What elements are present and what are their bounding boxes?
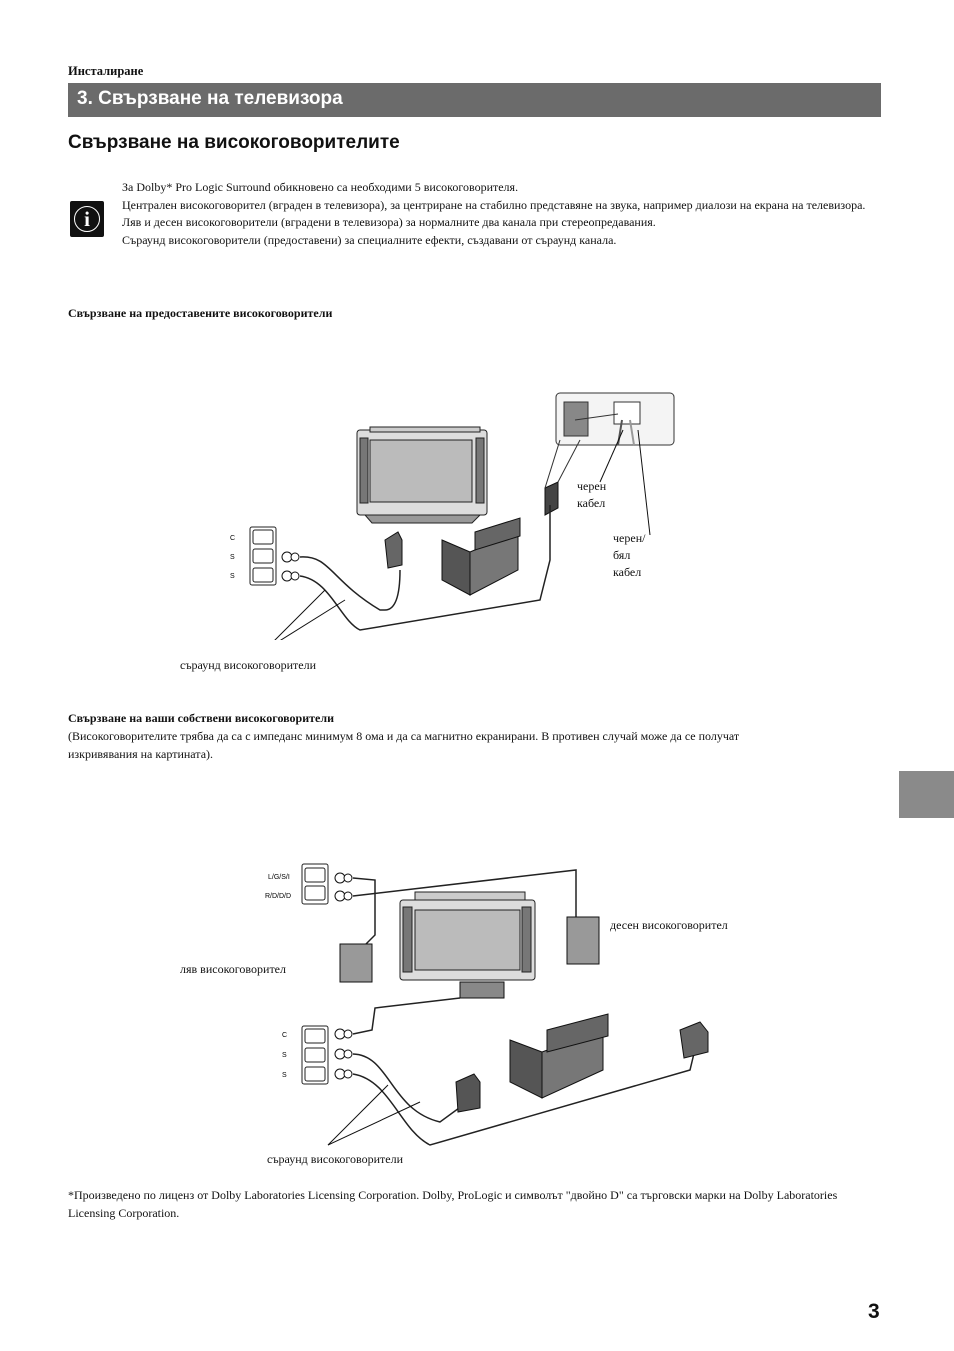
tv-illustration: [356, 426, 488, 524]
label-surround-speakers-2: съраунд високоговорители: [267, 1152, 404, 1166]
speaker-icon: [384, 531, 403, 569]
chair-illustration: [509, 1013, 609, 1099]
label-right-speaker: десен високоговорител: [610, 918, 728, 932]
terminal-label-top: L/G/S/I: [268, 874, 290, 881]
label-black-cable: черен кабел: [577, 479, 607, 510]
chair-illustration: [441, 517, 521, 596]
side-tab: [899, 771, 954, 818]
speaker-icon: [459, 981, 505, 999]
section2-body: (Високоговорителите трябва да са с импед…: [68, 729, 740, 761]
speaker-icon: [455, 1073, 481, 1113]
label-black-white-cable: черен/ бял кабел: [613, 531, 646, 579]
footnote: *Произведено по лиценз от Dolby Laborato…: [68, 1188, 838, 1220]
info-icon: i: [70, 201, 104, 237]
label-surround-speakers: съраунд високоговорители: [180, 658, 317, 672]
label-left-speaker: ляв високоговорител: [180, 962, 286, 976]
terminal-label-c: C: [230, 535, 235, 542]
section1-heading: Свързване на предоставените високоговори…: [68, 306, 333, 320]
section-label: Инсталиране: [68, 64, 144, 78]
terminal-label-c: C: [282, 1032, 287, 1039]
info-line: Централен високоговорител (вграден в тел…: [122, 197, 866, 212]
diagram-supplied-speakers: C S S: [230, 392, 675, 640]
info-line: За Dolby* Pro Logic Surround обикновено …: [122, 180, 519, 194]
subtitle: Свързване на високоговорителите: [68, 132, 400, 153]
title-bar: 3. Свързване на телевизора: [68, 83, 881, 117]
terminal-label-s: S: [282, 1072, 287, 1079]
info-line: Съраунд високоговорители (предоставени) …: [122, 232, 617, 247]
terminal-label-s: S: [230, 554, 235, 561]
speaker-icon: [544, 481, 559, 516]
diagram-own-speakers: L/G/S/I R/D/D/D C S S: [265, 863, 709, 1146]
tv-illustration: [399, 891, 536, 981]
terminal-label-top: R/D/D/D: [265, 893, 291, 900]
terminal-panel: [249, 526, 277, 586]
info-text: За Dolby* Pro Logic Surround обикновено …: [122, 179, 886, 249]
speaker-icon: [339, 943, 373, 983]
section2-heading: Свързване на ваши собствени високоговори…: [68, 711, 335, 725]
info-line: Ляв и десен високоговорители (вградени в…: [122, 215, 656, 230]
page-number: 3: [868, 1300, 880, 1323]
page-title: 3. Свързване на телевизора: [77, 88, 343, 109]
terminal-label-s: S: [230, 573, 235, 580]
speaker-icon: [679, 1021, 709, 1059]
terminal-label-s: S: [282, 1052, 287, 1059]
speaker-icon: [566, 916, 600, 965]
